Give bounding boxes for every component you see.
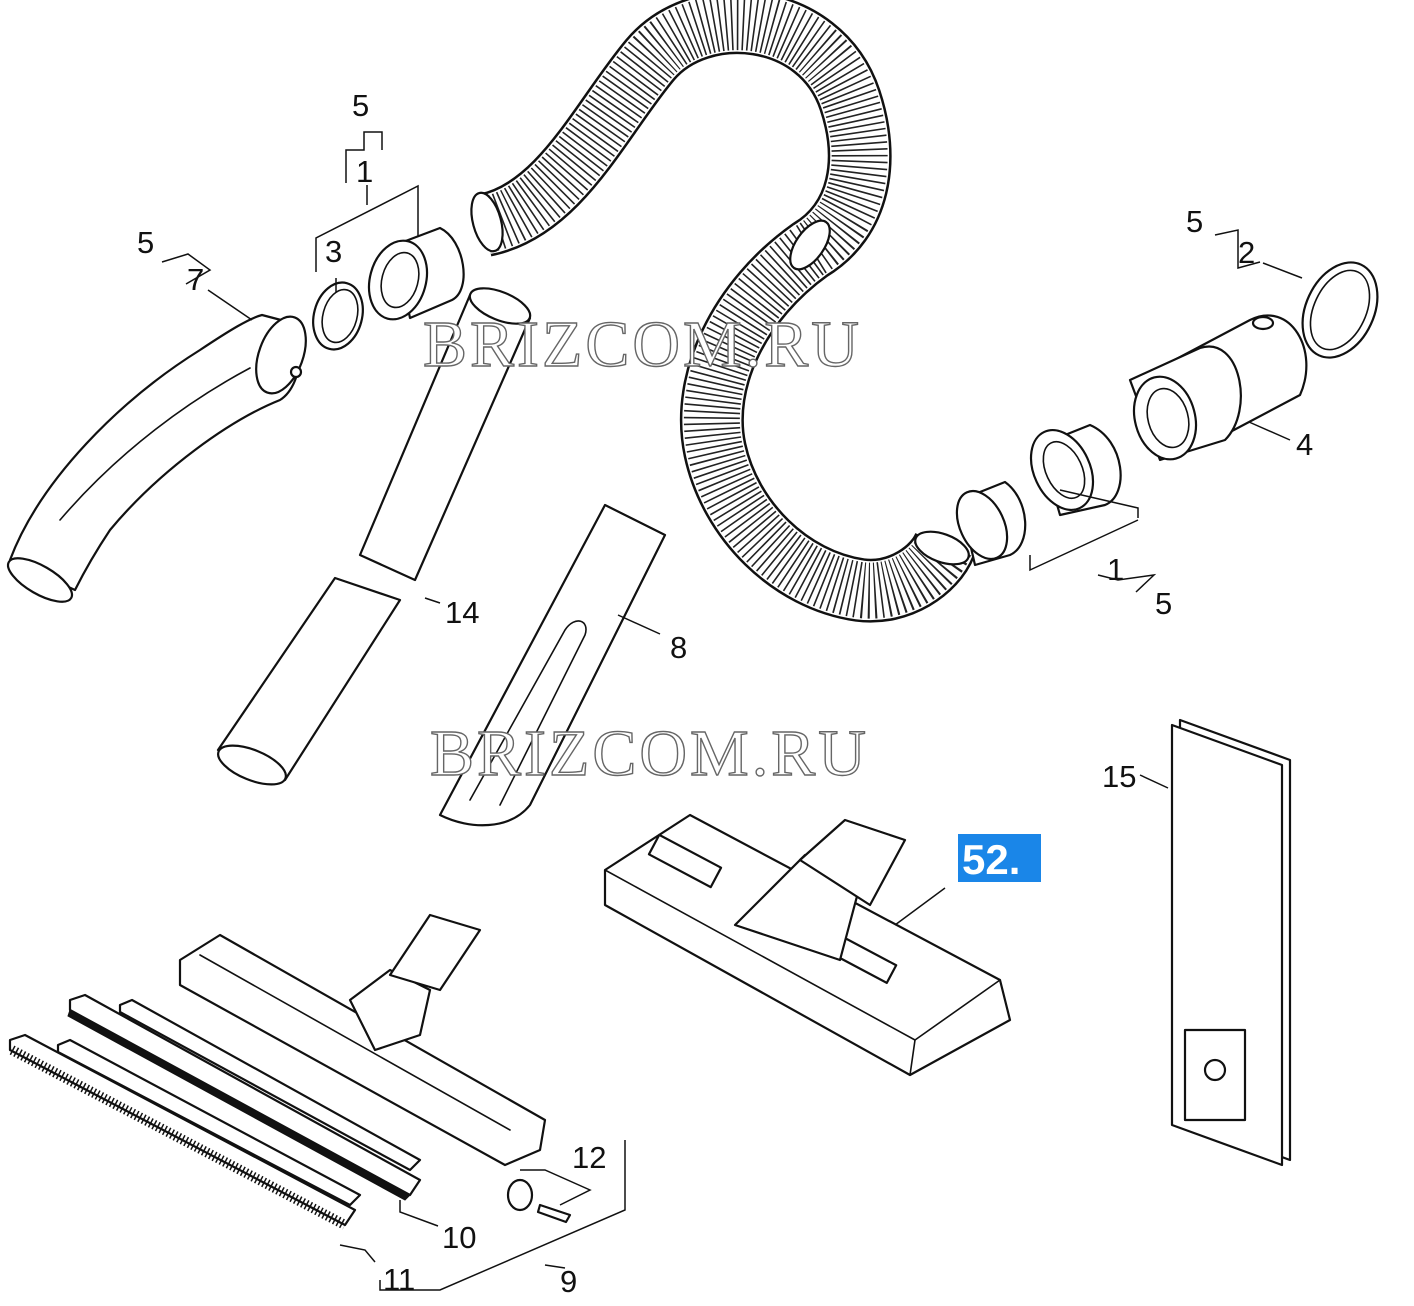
watermark-top: BRIZCOM.RU: [423, 308, 862, 381]
wet-dry-floor-nozzle: [178, 913, 547, 1167]
callout-14-tubes: 14: [445, 595, 479, 630]
locking-ring: [312, 281, 364, 351]
callout-7-handle: 7: [187, 262, 204, 297]
suction-hose: [470, 0, 975, 623]
callout-8-crevice: 8: [670, 630, 687, 665]
group-number-label: 52.: [962, 836, 1020, 883]
watermarks: BRIZCOM.RU BRIZCOM.RU: [422, 307, 869, 790]
brush-strip-10: [67, 993, 422, 1201]
filter-bags: [1170, 718, 1292, 1167]
callout-11-strip: 11: [383, 1262, 415, 1297]
callout-3-ring: 3: [325, 234, 342, 269]
leader-lines: [161, 131, 1303, 1291]
hose-handle: [6, 313, 307, 603]
combi-floor-nozzle: [603, 813, 1012, 1077]
callout-10-strip: 10: [442, 1220, 476, 1255]
callout-5-handle-top: 5: [352, 88, 369, 123]
callout-4-adapter: 4: [1296, 427, 1313, 462]
hose-connector-right: [955, 423, 1122, 567]
group-number-badge: 52.: [958, 834, 1041, 883]
callout-1-connector: 1: [1107, 552, 1124, 587]
rubber-strip-11: [8, 1033, 362, 1230]
callout-5-connector: 5: [1155, 586, 1172, 621]
callout-2-sealing-ring: 2: [1238, 235, 1255, 270]
callout-5-handle-left: 5: [137, 225, 154, 260]
wheel-axle-12: [506, 1178, 572, 1224]
sealing-ring: [1301, 261, 1379, 359]
callout-numbers: 5 1 3 5 7 5 2 4 1 5 14 8 15 12 10 11 9: [137, 88, 1313, 1299]
callout-12-wheel: 12: [572, 1140, 606, 1175]
device-adapter: [1128, 314, 1308, 462]
callout-15-bags: 15: [1102, 759, 1136, 794]
crevice-tool: [438, 503, 667, 827]
callout-5-right: 5: [1186, 204, 1203, 239]
callout-9-nozzle: 9: [560, 1264, 577, 1299]
hose-connector-left: [367, 226, 465, 321]
extension-tubes: [216, 287, 532, 786]
watermark-middle: BRIZCOM.RU: [430, 717, 869, 790]
callout-1-handle: 1: [356, 154, 373, 189]
